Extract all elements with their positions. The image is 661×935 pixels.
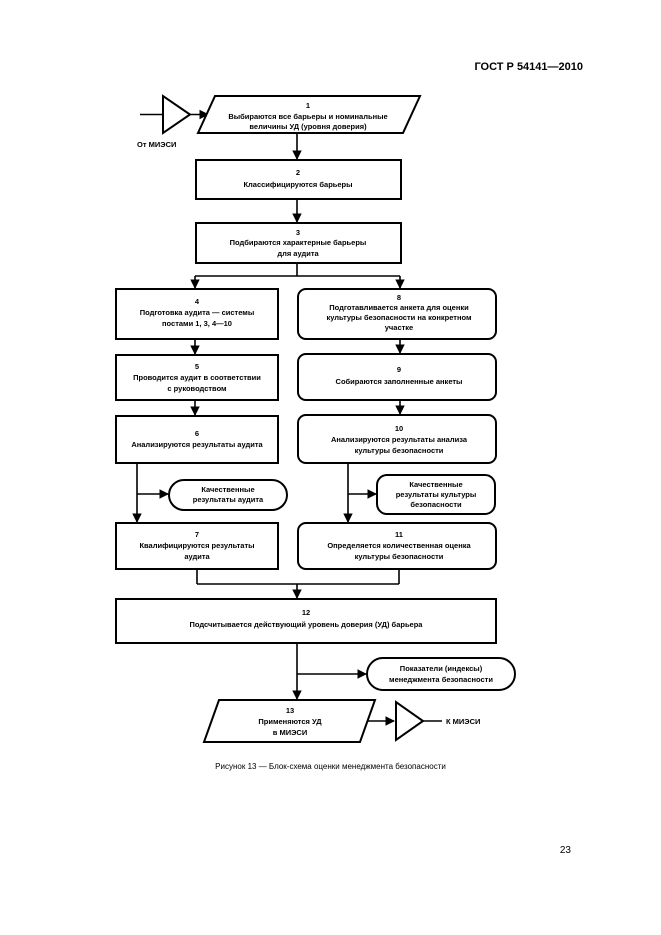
node-4-line-1: Подготовка аудита — системы xyxy=(140,308,255,317)
culture-results-line-2: результаты культуры xyxy=(396,490,477,499)
figure-caption: Рисунок 13 — Блок-схема оценки менеджмен… xyxy=(215,762,446,771)
node-10-number: 10 xyxy=(395,424,403,433)
node-2: 2 Классифицируются барьеры xyxy=(195,159,402,200)
indicators-line-1: Показатели (индексы) xyxy=(400,664,483,673)
node-7-line-2: аудита xyxy=(184,552,210,561)
node-13-number: 13 xyxy=(286,706,294,715)
node-3-line-1: Подбираются характерные барьеры xyxy=(230,238,367,247)
node-8: 8 Подготавливается анкета для оценки кул… xyxy=(297,288,497,340)
node-9-number: 9 xyxy=(397,365,401,374)
node-9-line-1: Собираются заполненные анкеты xyxy=(336,377,463,386)
node-13: 13 Применяются УД в МИЭСИ xyxy=(202,699,377,743)
culture-results-terminal: Качественные результаты культуры безопас… xyxy=(376,474,496,515)
indicators-line-2: менеджмента безопасности xyxy=(389,675,493,684)
node-11: 11 Определяется количественная оценка ку… xyxy=(297,522,497,570)
node-4-number: 4 xyxy=(195,297,200,306)
node-3-line-2: для аудита xyxy=(277,249,319,258)
node-1: 1 Выбираются все барьеры и номинальные в… xyxy=(196,95,422,134)
node-12: 12 Подсчитывается действующий уровень до… xyxy=(115,598,497,644)
node-10-line-1: Анализируются результаты анализа xyxy=(331,435,468,444)
node-2-line-1: Классифицируются барьеры xyxy=(243,180,352,189)
node-9: 9 Собираются заполненные анкеты xyxy=(297,353,497,401)
node-3: 3 Подбираются характерные барьеры для ау… xyxy=(195,222,402,264)
output-triangle: К МИЭСИ xyxy=(395,700,480,742)
audit-results-terminal: Качественные результаты аудита xyxy=(168,479,288,511)
node-7: 7 Квалифицируются результаты аудита xyxy=(115,522,279,570)
node-7-line-1: Квалифицируются результаты xyxy=(139,541,254,550)
to-label: К МИЭСИ xyxy=(446,717,480,726)
node-5-line-2: с руководством xyxy=(167,384,227,393)
node-10: 10 Анализируются результаты анализа куль… xyxy=(297,414,497,464)
node-8-line-3: участке xyxy=(385,323,413,332)
node-8-line-1: Подготавливается анкета для оценки xyxy=(329,303,469,312)
audit-results-line-2: результаты аудита xyxy=(193,495,264,504)
node-13-line-1: Применяются УД xyxy=(258,717,322,726)
standard-header: ГОСТ Р 54141—2010 xyxy=(474,61,583,73)
node-6-number: 6 xyxy=(195,429,199,438)
node-5-number: 5 xyxy=(195,362,199,371)
node-5: 5 Проводится аудит в соответствии с руко… xyxy=(115,354,279,401)
node-8-line-2: культуры безопасности на конкретном xyxy=(326,313,472,322)
node-11-line-2: культуры безопасности xyxy=(355,552,444,561)
node-2-number: 2 xyxy=(296,168,300,177)
node-8-number: 8 xyxy=(397,293,401,302)
node-5-line-1: Проводится аудит в соответствии xyxy=(133,373,261,382)
node-7-number: 7 xyxy=(195,530,199,539)
node-3-number: 3 xyxy=(296,228,300,237)
indicators-terminal: Показатели (индексы) менеджмента безопас… xyxy=(366,657,516,691)
node-1-line-1: Выбираются все барьеры и номинальные xyxy=(228,112,387,121)
audit-results-line-1: Качественные xyxy=(201,485,254,494)
node-11-number: 11 xyxy=(395,530,403,539)
node-12-line-1: Подсчитывается действующий уровень довер… xyxy=(190,620,424,629)
node-11-line-1: Определяется количественная оценка xyxy=(327,541,471,550)
node-12-number: 12 xyxy=(302,608,310,617)
node-10-line-2: культуры безопасности xyxy=(355,446,444,455)
culture-results-line-3: безопасности xyxy=(410,500,462,509)
node-4-line-2: постами 1, 3, 4—10 xyxy=(162,319,232,328)
node-6: 6 Анализируются результаты аудита xyxy=(115,415,279,464)
page-number: 23 xyxy=(559,845,571,856)
node-1-line-2: величины УД (уровня доверия) xyxy=(249,122,367,131)
from-label: От МИЭСИ xyxy=(137,140,176,149)
node-6-line-1: Анализируются результаты аудита xyxy=(131,440,263,449)
input-triangle: От МИЭСИ xyxy=(137,94,209,149)
culture-results-line-1: Качественные xyxy=(409,480,462,489)
node-4: 4 Подготовка аудита — системы постами 1,… xyxy=(115,288,279,340)
node-1-number: 1 xyxy=(306,101,310,110)
node-13-line-2: в МИЭСИ xyxy=(273,728,307,737)
